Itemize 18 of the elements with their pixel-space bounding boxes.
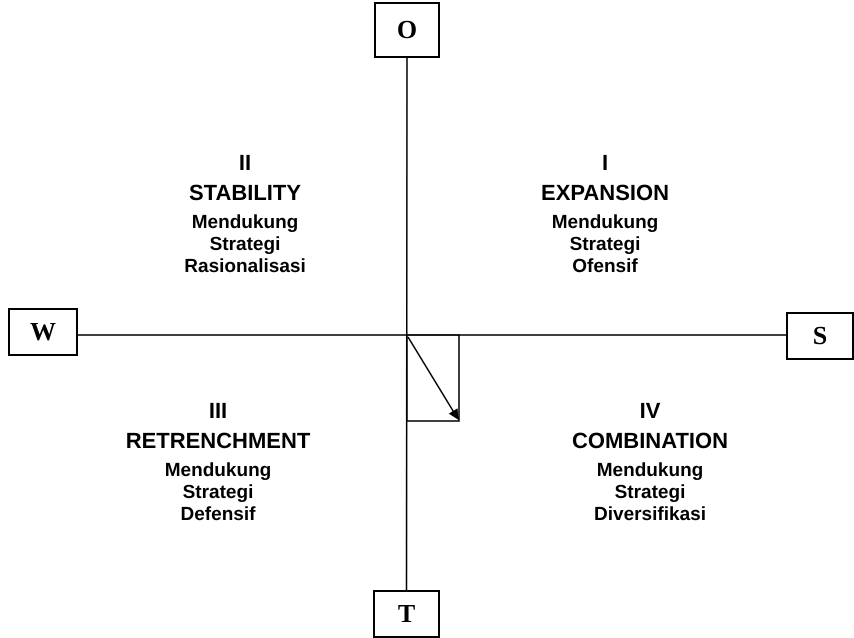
quadrant-title: STABILITY xyxy=(188,180,302,206)
axis-end-box: O xyxy=(374,2,440,58)
quadrant-title: COMBINATION xyxy=(572,428,728,454)
quadrant-description: Mendukung Strategi Defensif xyxy=(164,460,272,526)
quadrant-number: I xyxy=(602,150,608,176)
quadrant-number: II xyxy=(238,150,252,176)
quadrant-description: Mendukung Strategi Diversifikasi xyxy=(594,460,706,526)
quadrant-number: IV xyxy=(640,398,660,424)
axis-end-box: S xyxy=(786,312,854,360)
axis-end-box: W xyxy=(8,308,78,356)
axis-line xyxy=(78,334,786,336)
quadrant-description: Mendukung Strategi Ofensif xyxy=(552,212,658,278)
axis-line xyxy=(406,58,408,590)
quadrant-number: III xyxy=(208,398,228,424)
axis-end-box: T xyxy=(373,590,440,638)
quadrant-title: EXPANSION xyxy=(541,180,669,206)
quadrant-title: RETRENCHMENT xyxy=(126,428,310,454)
quadrant-description: Mendukung Strategi Rasionalisasi xyxy=(184,212,306,278)
